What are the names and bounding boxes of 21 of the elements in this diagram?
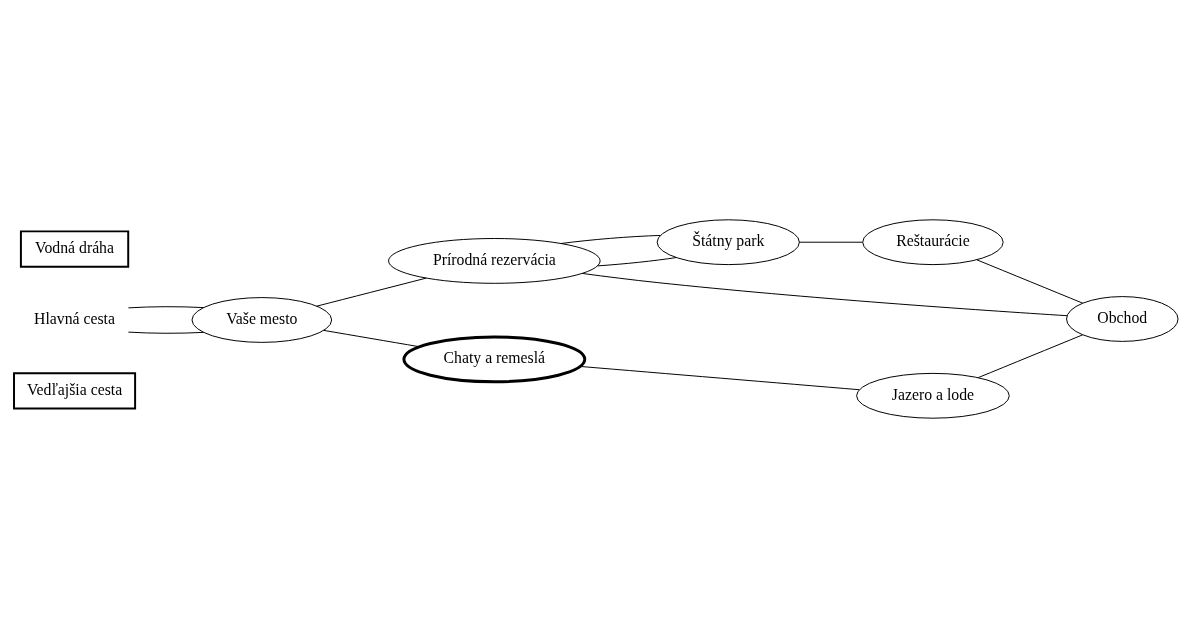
connector bbox=[127, 331, 205, 334]
node-ellipse: Obchod bbox=[1066, 295, 1179, 342]
connector bbox=[579, 365, 860, 390]
node-ellipse: Prírodná rezervácia bbox=[388, 237, 601, 284]
node-ellipse: Reštaurácie bbox=[862, 218, 1004, 265]
node-box: Vodná dráha bbox=[19, 229, 130, 268]
node-ellipse: Vaše mesto bbox=[191, 296, 333, 343]
node-text: Hlavná cesta bbox=[34, 309, 116, 327]
node-ellipse: Štátny park bbox=[656, 218, 800, 265]
node-ellipse: Jazero a lode bbox=[856, 372, 1010, 419]
connector bbox=[581, 272, 1068, 316]
connector bbox=[127, 305, 205, 308]
connector bbox=[560, 234, 661, 244]
connector bbox=[316, 277, 427, 307]
node-ellipse: Chaty a remeslá bbox=[402, 334, 587, 383]
node-box: Vedľajšia cesta bbox=[13, 371, 137, 410]
connector bbox=[597, 256, 677, 266]
connector bbox=[977, 333, 1084, 378]
connector bbox=[798, 241, 864, 243]
connector bbox=[323, 329, 420, 347]
connector bbox=[976, 258, 1084, 304]
